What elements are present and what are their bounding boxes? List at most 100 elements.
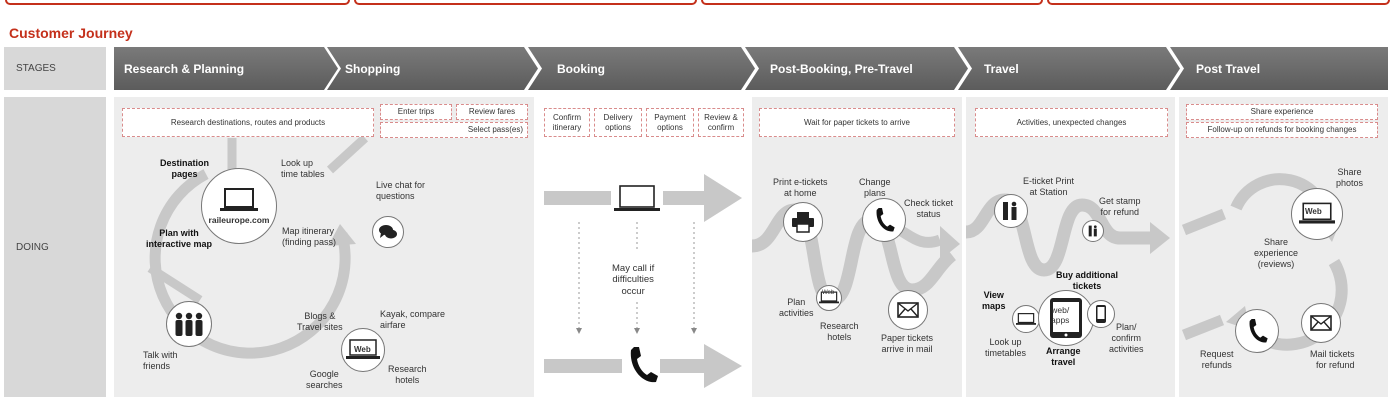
- post-booking-arrowhead: [940, 226, 960, 260]
- raileurope-label: raileurope.com: [208, 215, 270, 225]
- paper-tickets-label: Paper tickets arrive in mail: [881, 333, 934, 354]
- look-up-timetables-label: Look up time tables: [281, 158, 325, 179]
- talk-friends-label: Talk with friends: [143, 350, 178, 371]
- travel-arrowhead: [1150, 222, 1170, 254]
- booking-arrow-top-head: [704, 174, 742, 222]
- booking-arrow-bottom-left: [544, 359, 622, 373]
- phone-icon: [876, 208, 895, 232]
- laptop-small-circle: [1012, 305, 1040, 333]
- envelope-icon: [1310, 315, 1332, 331]
- printer-icon: [792, 212, 814, 233]
- phone-circle-post-travel: [1235, 309, 1279, 353]
- research-destinations-box: Research destinations, routes and produc…: [122, 108, 374, 137]
- phone-icon: [1249, 319, 1268, 343]
- share-photos-label: Share photos: [1336, 167, 1364, 188]
- research-spur-left: [147, 264, 203, 304]
- research-loop-arrowhead: [328, 224, 356, 246]
- people-icon: [175, 312, 203, 336]
- stage-booking: Booking: [557, 61, 605, 76]
- booking-dotted-arrow-left: [576, 328, 582, 334]
- top-tab-4: [1047, 0, 1390, 5]
- page-title: Customer Journey: [9, 25, 133, 41]
- stage-chevron-travel: [958, 47, 1180, 90]
- research-hotels-label: Research hotels: [388, 364, 427, 385]
- kiosk-circle: [994, 194, 1028, 228]
- request-refunds-label: Request refunds: [1200, 349, 1234, 370]
- phone-icon: [630, 347, 658, 383]
- activities-box: Activities, unexpected changes: [975, 108, 1168, 137]
- printer-circle: [783, 202, 823, 242]
- wait-tickets-box: Wait for paper tickets to arrive: [759, 108, 955, 137]
- top-tab-2: [354, 0, 697, 5]
- view-maps-label: View maps: [982, 290, 1006, 311]
- map-itinerary-label: Map itinerary (finding pass): [282, 226, 337, 247]
- laptop-icon: [220, 188, 258, 211]
- kayak-label: Kayak, compare airfare: [380, 309, 446, 330]
- plan-activities-label: Plan activities: [779, 297, 814, 318]
- friends-circle: [166, 301, 212, 347]
- web-circle-post-booking: [816, 285, 842, 311]
- follow-up-refunds-box: Follow-up on refunds for booking changes: [1186, 122, 1378, 138]
- tablet-icon: [1050, 298, 1082, 338]
- stage-chevron-booking: [528, 47, 755, 90]
- booking-dotted-arrow-middle: [634, 328, 640, 334]
- top-tab-1: [5, 0, 350, 5]
- mail-tickets-label: Mail tickets for refund: [1310, 349, 1355, 370]
- payment-options-box: Payment options: [646, 108, 694, 137]
- plan-with-map-label: Plan with interactive map: [146, 228, 213, 249]
- stage-chevron-research: [114, 47, 338, 90]
- may-call-label: May call if difficulties occur: [612, 263, 655, 297]
- web-circle-post-travel: [1291, 188, 1343, 240]
- select-pass-box: Select pass(es): [380, 122, 528, 138]
- stage-chevrons: [114, 47, 1388, 90]
- stage-chevron-shopping: [327, 47, 538, 90]
- web-label-research: Web: [354, 345, 371, 354]
- chat-circle: [372, 216, 404, 248]
- post-travel-tail-bottom: [1181, 314, 1225, 341]
- review-fares-box: Review fares: [456, 104, 528, 120]
- booking-laptop: [611, 184, 663, 214]
- delivery-options-box: Delivery options: [594, 108, 642, 137]
- post-travel-tail-top: [1181, 208, 1227, 236]
- envelope-icon: [897, 302, 919, 318]
- web-label-post-travel: Web: [1305, 207, 1322, 216]
- chat-bubbles-icon: [379, 225, 397, 239]
- stage-post-travel: Post Travel: [1196, 61, 1261, 76]
- phone-circle-post-booking: [862, 198, 906, 242]
- row-label-doing: DOING: [4, 97, 106, 397]
- stage-chevron-post-travel: [1170, 47, 1388, 90]
- enter-trips-box: Enter trips: [380, 104, 452, 120]
- web-circle-research: [341, 328, 385, 372]
- panel-travel: [966, 97, 1175, 397]
- stage-research-planning: Research & Planning: [124, 61, 245, 76]
- blogs-label: Blogs & Travel sites: [297, 311, 343, 332]
- post-booking-wave: [750, 203, 957, 307]
- booking-arrow-bottom-head: [704, 344, 742, 388]
- plan-confirm-label: Plan/ confirm activities: [1109, 322, 1144, 354]
- kiosk-icon: [1003, 201, 1017, 220]
- smartphone-icon: [1096, 305, 1106, 323]
- share-reviews-label: Share experience (reviews): [1254, 237, 1299, 269]
- research-spur-right: [326, 134, 369, 174]
- review-confirm-box: Review & confirm: [698, 108, 744, 137]
- booking-phone: [624, 344, 660, 386]
- research-hotels-post-label: Research hotels: [820, 321, 859, 342]
- booking-dotted-arrow-right: [691, 328, 697, 334]
- stage-travel: Travel: [984, 61, 1019, 76]
- mail-circle-post-travel: [1301, 303, 1341, 343]
- phone-small-circle: [1087, 300, 1115, 328]
- live-chat-label: Live chat for questions: [376, 180, 426, 201]
- web-label-post-booking: Web: [822, 290, 835, 296]
- look-up-timetables-travel-label: Look up timetables: [985, 337, 1027, 358]
- laptop-icon: [1016, 312, 1036, 325]
- raileurope-circle: raileurope.com: [201, 168, 277, 244]
- destination-pages-label: Destination pages: [160, 158, 210, 179]
- booking-arrow-bottom-right: [660, 359, 704, 373]
- eticket-print-label: E-ticket Print at Station: [1023, 176, 1075, 197]
- row-label-stages: STAGES: [4, 47, 106, 90]
- share-experience-box: Share experience: [1186, 104, 1378, 120]
- web-laptop-icon: [1299, 202, 1335, 224]
- laptop-icon: [614, 185, 660, 211]
- stage-post-booking: Post-Booking, Pre-Travel: [770, 61, 913, 76]
- print-etickets-label: Print e-tickets at home: [773, 177, 828, 198]
